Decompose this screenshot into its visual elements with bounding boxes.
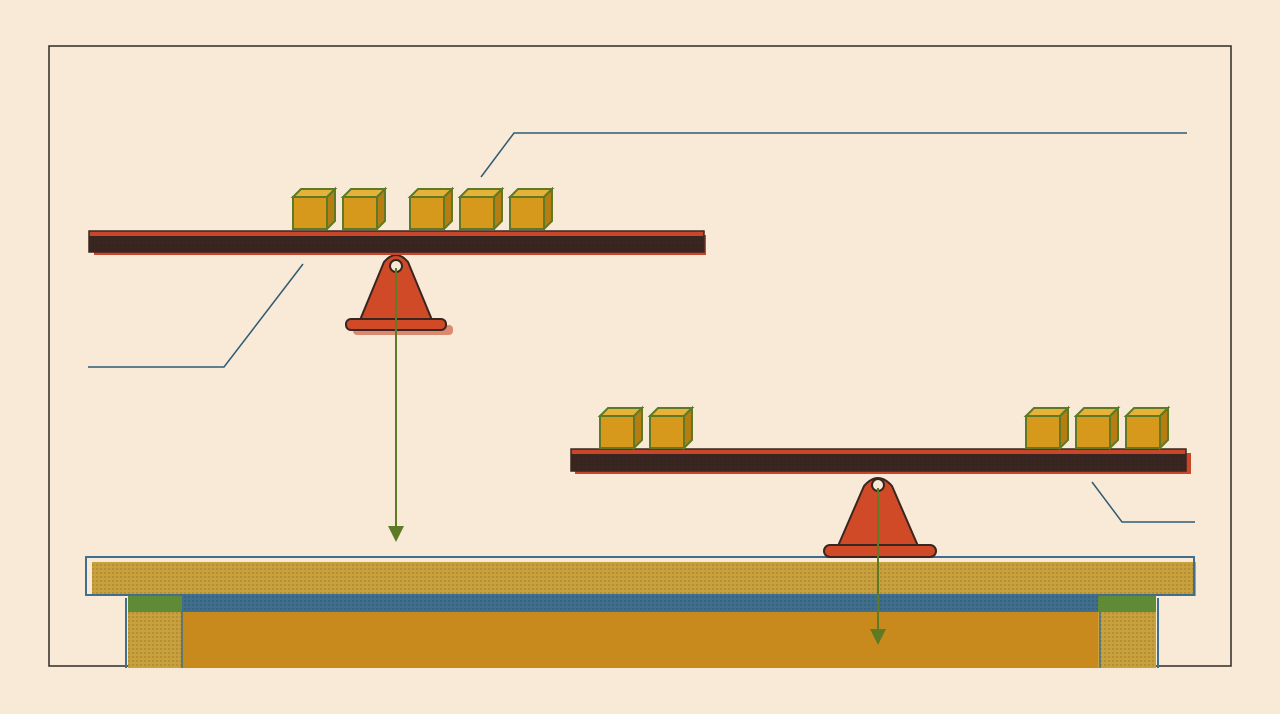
- beam-lower: [570, 448, 1191, 474]
- block: [457, 186, 505, 232]
- seesaw-upper: [88, 186, 706, 542]
- callout-line-upper-blocks: [480, 132, 1187, 178]
- callout-line-upper-beam: [88, 263, 304, 368]
- seesaw-lower: [570, 405, 1191, 645]
- block: [1023, 405, 1071, 451]
- blocks-upper: [290, 186, 555, 232]
- block: [407, 186, 455, 232]
- fulcrum-lower: [823, 477, 937, 558]
- fulcrum-upper: [345, 254, 453, 335]
- block: [1073, 405, 1121, 451]
- callouts: [88, 132, 1195, 523]
- block: [647, 405, 695, 451]
- table: [85, 556, 1196, 668]
- blocks-lower: [597, 405, 1171, 451]
- block: [597, 405, 645, 451]
- block: [507, 186, 555, 232]
- table-apron: [182, 612, 1098, 668]
- block: [1123, 405, 1171, 451]
- beam-upper: [88, 230, 706, 255]
- callout-line-lower-beam: [1091, 481, 1195, 523]
- block: [290, 186, 338, 232]
- block: [340, 186, 388, 232]
